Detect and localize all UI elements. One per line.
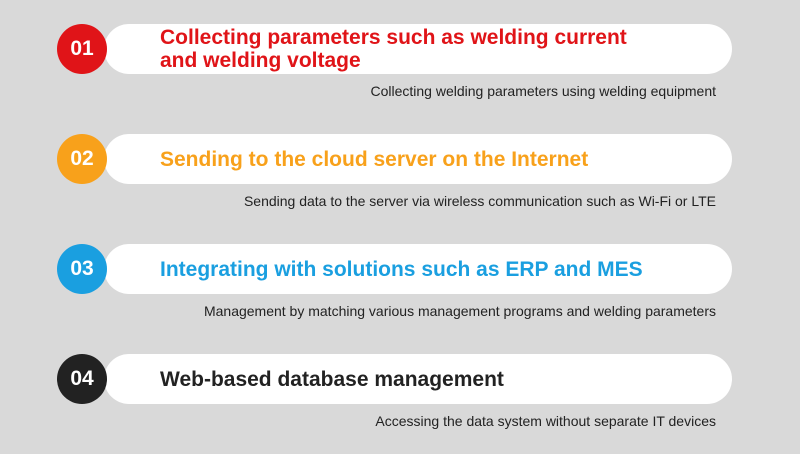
step-pill xyxy=(104,134,732,184)
step-subtitle: Sending data to the server via wireless … xyxy=(243,193,716,209)
step-title: Collecting parameters such as welding cu… xyxy=(160,24,627,76)
step-4: 04 Web-based database management Accessi… xyxy=(0,354,800,454)
step-title: Integrating with solutions such as ERP a… xyxy=(160,257,643,281)
step-subtitle: Accessing the data system without separa… xyxy=(375,413,716,429)
step-title: Sending to the cloud server on the Inter… xyxy=(160,147,589,171)
step-pill xyxy=(104,354,732,404)
step-title: Web-based database management xyxy=(160,367,504,391)
step-number-badge: 02 xyxy=(57,134,107,184)
step-subtitle: Collecting welding parameters using weld… xyxy=(370,83,716,99)
step-number-badge: 04 xyxy=(57,354,107,404)
step-title-line: Collecting parameters such as welding cu… xyxy=(160,26,627,49)
step-title-line: and welding voltage xyxy=(160,49,361,72)
step-2: 02 Sending to the cloud server on the In… xyxy=(0,134,800,234)
step-subtitle: Management by matching various managemen… xyxy=(203,303,716,319)
step-3: 03 Integrating with solutions such as ER… xyxy=(0,244,800,344)
step-number-badge: 03 xyxy=(57,244,107,294)
step-pill xyxy=(104,244,732,294)
step-1: 01 Collecting parameters such as welding… xyxy=(0,24,800,124)
step-number-badge: 01 xyxy=(57,24,107,74)
step-pill xyxy=(104,24,732,74)
